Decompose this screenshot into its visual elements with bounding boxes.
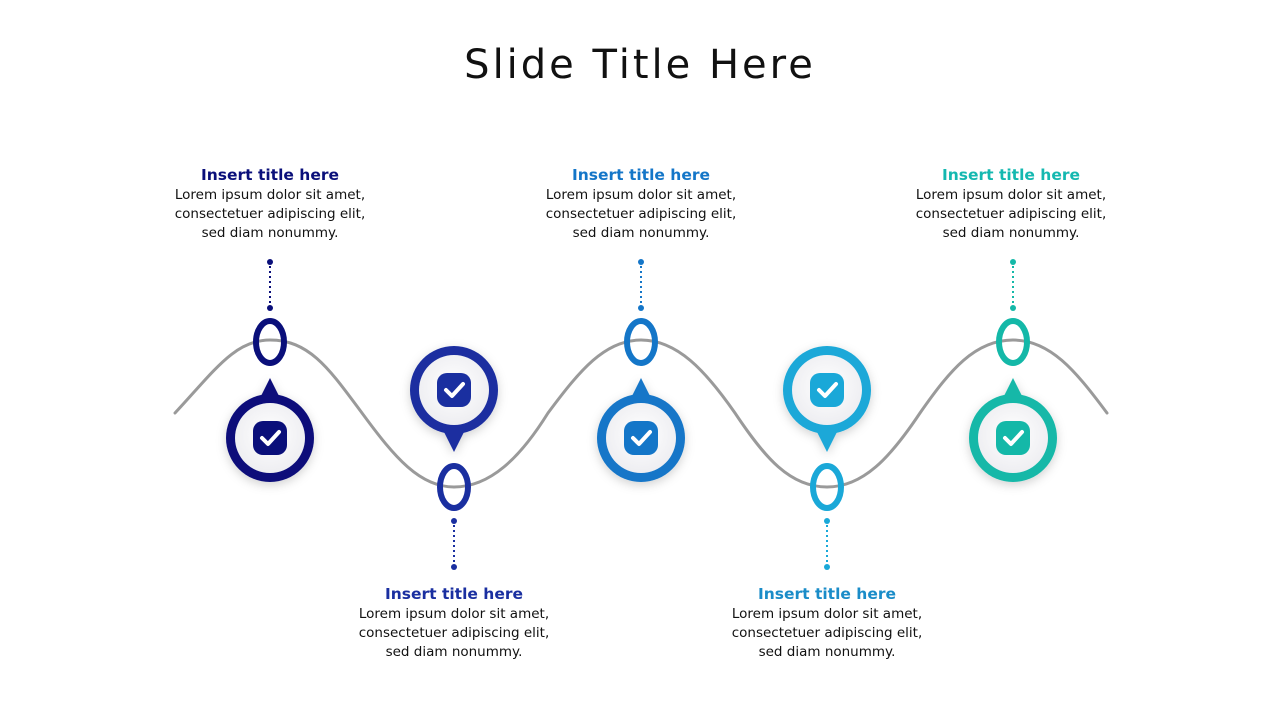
step-3-text: Insert title here Lorem ipsum dolor sit … <box>521 164 761 243</box>
check-icon <box>437 373 471 407</box>
ring-marker <box>624 318 658 366</box>
step-description: Lorem ipsum dolor sit amet, consectetuer… <box>731 606 923 660</box>
step-description: Lorem ipsum dolor sit amet, consectetuer… <box>545 187 737 241</box>
step-description: Lorem ipsum dolor sit amet, consectetuer… <box>174 187 366 241</box>
step-5-text: Insert title here Lorem ipsum dolor sit … <box>891 164 1131 243</box>
ring-marker <box>996 318 1030 366</box>
step-1-marker <box>226 259 314 482</box>
dotted-connector <box>267 259 273 311</box>
step-title: Insert title here <box>757 585 897 603</box>
step-5-marker <box>969 259 1057 482</box>
check-icon <box>253 421 287 455</box>
step-title: Insert title here <box>200 166 340 184</box>
slide-title: Slide Title Here <box>464 42 816 88</box>
step-1-text: Insert title here Lorem ipsum dolor sit … <box>150 164 390 243</box>
dotted-connector <box>638 259 644 311</box>
check-icon <box>810 373 844 407</box>
step-2-text: Insert title here Lorem ipsum dolor sit … <box>334 583 574 662</box>
step-4-marker <box>783 346 871 570</box>
ring-marker <box>253 318 287 366</box>
step-description: Lorem ipsum dolor sit amet, consectetuer… <box>915 187 1107 241</box>
step-title: Insert title here <box>384 585 524 603</box>
dotted-connector <box>1010 259 1016 311</box>
check-icon <box>624 421 658 455</box>
step-2-marker <box>410 346 498 570</box>
step-title: Insert title here <box>571 166 711 184</box>
step-description: Lorem ipsum dolor sit amet, consectetuer… <box>358 606 550 660</box>
wave-line <box>173 338 1109 489</box>
step-3-marker <box>597 259 685 482</box>
dotted-connector <box>824 518 830 570</box>
check-icon <box>996 421 1030 455</box>
step-4-text: Insert title here Lorem ipsum dolor sit … <box>707 583 947 662</box>
ring-marker <box>437 463 471 511</box>
ring-marker <box>810 463 844 511</box>
step-title: Insert title here <box>941 166 1081 184</box>
dotted-connector <box>451 518 457 570</box>
